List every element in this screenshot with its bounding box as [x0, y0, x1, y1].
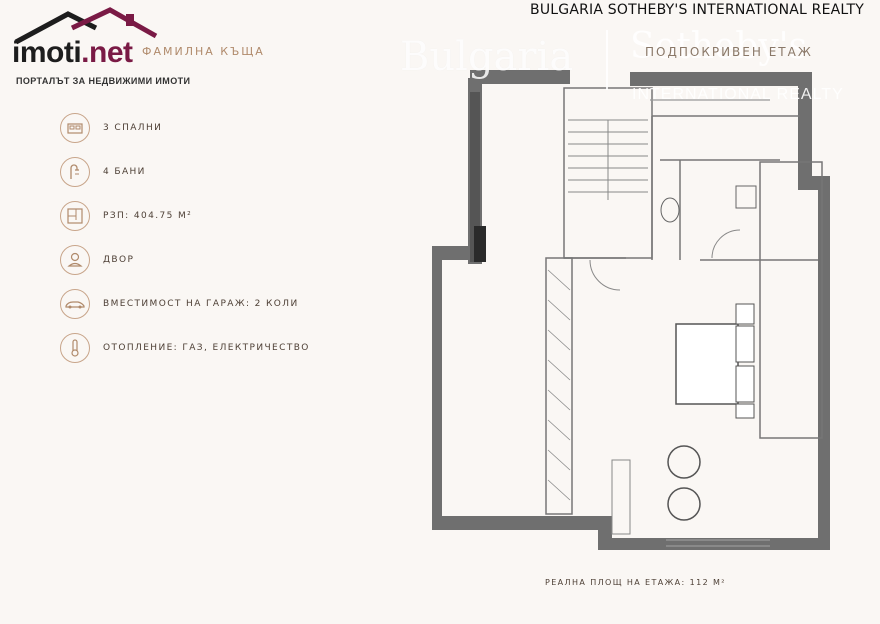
floor-area-label: РЕАЛНА ПЛОЩ НА ЕТАЖА: 112 М²: [545, 578, 726, 587]
door-swings: [589, 229, 741, 291]
chairs: [667, 445, 701, 521]
thermometer-icon: [60, 333, 90, 363]
desk: [611, 459, 631, 535]
bed-icon: [60, 113, 90, 143]
sink: [660, 197, 680, 223]
car-icon: [60, 289, 90, 319]
staircase: [568, 119, 648, 200]
agency-banner: BULGARIA SOTHEBY'S INTERNATIONAL REALTY: [530, 2, 864, 18]
feature-label: 3 СПАЛНИ: [103, 123, 163, 133]
watermark-international: INTERNATIONAL REALTY: [632, 86, 844, 103]
shower-icon: [60, 157, 90, 187]
windows: [650, 99, 770, 547]
logo-wordmark: imoti.net: [12, 36, 133, 69]
feature-label: ВМЕСТИМОСТ НА ГАРАЖ: 2 КОЛИ: [103, 299, 299, 309]
yard-icon: [60, 245, 90, 275]
toilet: [735, 185, 757, 209]
property-subtitle: ФАМИЛНА КЪЩА: [142, 45, 265, 58]
house-roof-icon: [14, 7, 158, 45]
logo-tagline: ПОРТАЛЪТ ЗА НЕДВИЖИМИ ИМОТИ: [16, 76, 191, 86]
floorplan-icon: [60, 201, 90, 231]
feature-yard: ДВОР: [60, 245, 134, 275]
feature-heating: ОТОПЛЕНИЕ: ГАЗ, ЕЛЕКТРИЧЕСТВО: [60, 333, 310, 363]
feature-label: РЗП: 404.75 М²: [103, 211, 193, 221]
imoti-logo[interactable]: imoti.net ПОРТАЛЪТ ЗА НЕДВИЖИМИ ИМОТИ: [6, 6, 190, 86]
watermark-divider: [606, 30, 608, 90]
feature-label: ДВОР: [103, 255, 135, 265]
walls: [432, 70, 830, 550]
wardrobe: [547, 269, 571, 501]
feature-garage: ВМЕСТИМОСТ НА ГАРАЖ: 2 КОЛИ: [60, 289, 299, 319]
floor-title: ПОДПОКРИВЕН ЕТАЖ: [645, 45, 813, 59]
watermark-bulgaria: Bulgaria: [400, 34, 574, 80]
feature-bedrooms: 3 СПАЛНИ: [60, 113, 162, 143]
feature-label: 4 БАНИ: [103, 167, 146, 177]
feature-label: ОТОПЛЕНИЕ: ГАЗ, ЕЛЕКТРИЧЕСТВО: [103, 343, 310, 353]
feature-bathrooms: 4 БАНИ: [60, 157, 146, 187]
interior-walls: [545, 87, 823, 515]
watermark-sothebys: Sotheby's: [630, 26, 808, 67]
bed: [675, 303, 755, 419]
feature-area: РЗП: 404.75 М²: [60, 201, 192, 231]
